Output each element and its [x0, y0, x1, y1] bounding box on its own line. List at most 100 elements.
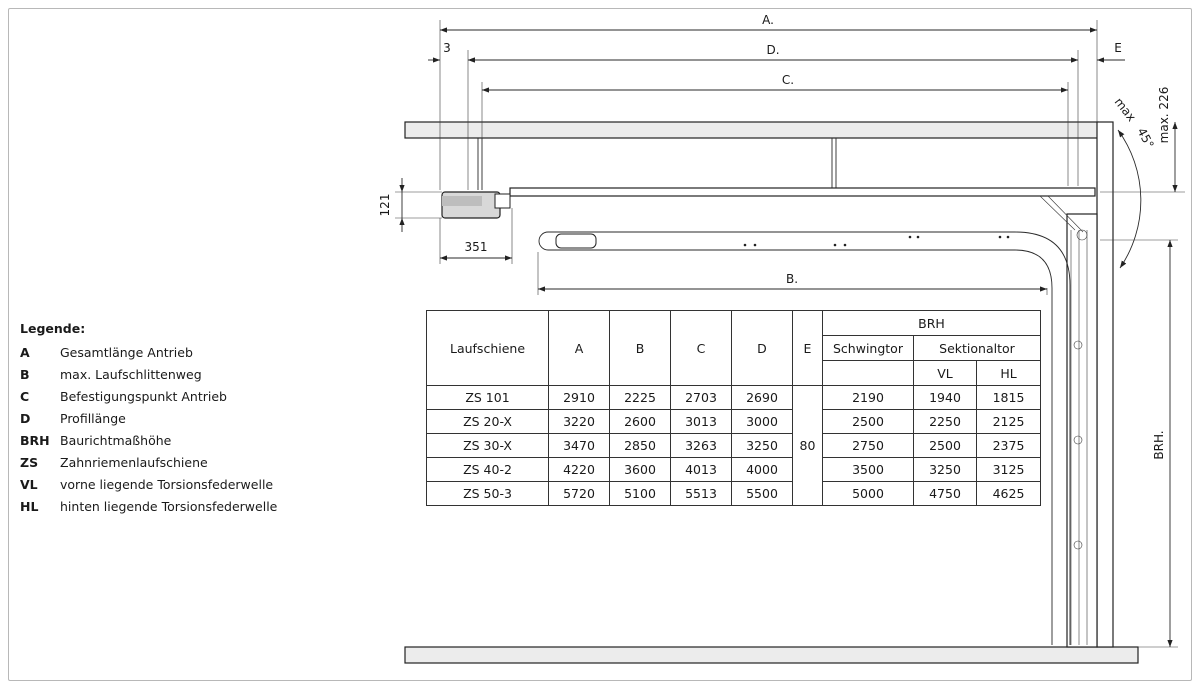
cell-b: 2850 — [609, 433, 671, 458]
legend-key: BRH — [20, 433, 50, 448]
legend-item-zs: ZS Zahnriemenlaufschiene — [20, 452, 320, 474]
cell-d: 3250 — [731, 433, 793, 458]
cell-hl: 2125 — [976, 409, 1041, 434]
dimension-d: D. — [467, 43, 1079, 190]
dimension-a: A. — [439, 13, 1098, 190]
legend-key: D — [20, 411, 31, 426]
legend-text: Zahnriemenlaufschiene — [60, 455, 208, 470]
dimension-brh-label: BRH. — [1152, 430, 1166, 459]
legend-key: ZS — [20, 455, 39, 470]
legend-key: B — [20, 367, 30, 382]
drive-rail — [509, 187, 1096, 233]
cell-a: 5720 — [548, 481, 610, 506]
cell-schwingtor: 2500 — [822, 409, 914, 434]
legend-key: A — [20, 345, 30, 360]
dimension-3: 3 — [428, 41, 480, 63]
angle-max-label: max — [1112, 95, 1139, 124]
table-row: ZS 101 2910 2225 2703 2690 80 2190 1940 … — [426, 385, 1041, 506]
legend-item-vl: VL vorne liegende Torsionsfederwelle — [20, 474, 320, 496]
header-hl: HL — [976, 360, 1041, 386]
angle-max-45: max 45° — [1112, 95, 1157, 269]
cell-d: 2690 — [731, 385, 793, 410]
header-d: D — [731, 310, 793, 386]
cell-a: 3470 — [548, 433, 610, 458]
table-row: ZS 20-X 3220 2600 3013 3000 2500 2250 21… — [426, 409, 1041, 434]
legend-item-a: A Gesamtlänge Antrieb — [20, 342, 320, 364]
header-vl: VL — [913, 360, 977, 386]
door-track — [538, 231, 1071, 645]
cell-c: 2703 — [670, 385, 732, 410]
dimension-a-label: A. — [762, 13, 774, 27]
legend-key: VL — [20, 477, 38, 492]
header-schwingtor-blank — [822, 360, 914, 386]
cell-b: 3600 — [609, 457, 671, 482]
ceiling-hangers — [477, 138, 837, 190]
cell-schwingtor: 2190 — [822, 385, 914, 410]
door-frame — [1066, 213, 1098, 648]
cell-a: 2910 — [548, 385, 610, 410]
dimension-351-label: 351 — [465, 240, 488, 254]
legend-text: Befestigungspunkt Antrieb — [60, 389, 227, 404]
legend-key: HL — [20, 499, 39, 514]
legend-title: Legende: — [20, 321, 86, 336]
dimension-brh: BRH. — [1100, 239, 1178, 648]
header-brh: BRH — [822, 310, 1041, 336]
dimension-e: E — [1060, 41, 1125, 63]
legend-item-hl: HL hinten liegende Torsionsfederwelle — [20, 496, 320, 518]
dimension-121-label: 121 — [378, 194, 392, 217]
cell-schwingtor: 3500 — [822, 457, 914, 482]
cell-c: 3263 — [670, 433, 732, 458]
cell-name: ZS 101 — [426, 385, 549, 410]
dimension-c: C. — [481, 73, 1069, 186]
wall — [1096, 121, 1114, 648]
header-e: E — [792, 310, 823, 386]
cell-name: ZS 30-X — [426, 433, 549, 458]
cell-b: 5100 — [609, 481, 671, 506]
cell-hl: 4625 — [976, 481, 1041, 506]
legend-item-brh: BRH Baurichtmaßhöhe — [20, 430, 320, 452]
cell-name: ZS 40-2 — [426, 457, 549, 482]
dimension-max-226-label: max. 226 — [1157, 87, 1171, 144]
dimension-max-226: max. 226 — [1100, 87, 1185, 193]
table-row: ZS 50-3 5720 5100 5513 5500 5000 4750 46… — [426, 481, 1041, 506]
cell-e: 80 — [792, 385, 823, 506]
table-row: ZS 40-2 4220 3600 4013 4000 3500 3250 31… — [426, 457, 1041, 482]
cell-d: 4000 — [731, 457, 793, 482]
cell-schwingtor: 5000 — [822, 481, 914, 506]
legend-text: vorne liegende Torsionsfederwelle — [60, 477, 274, 492]
header-laufschiene: Laufschiene — [426, 310, 549, 386]
legend-text: hinten liegende Torsionsfederwelle — [60, 499, 278, 514]
legend-text: Profillänge — [60, 411, 126, 426]
legend-text: Baurichtmaßhöhe — [60, 433, 172, 448]
cell-vl: 1940 — [913, 385, 977, 410]
header-c: C — [670, 310, 732, 386]
cell-b: 2600 — [609, 409, 671, 434]
header-sektionaltor: Sektionaltor — [913, 335, 1041, 361]
drawing-frame — [8, 8, 1192, 681]
dimension-b-label: B. — [786, 272, 798, 286]
dimension-e-label: E — [1114, 41, 1122, 55]
header-b: B — [609, 310, 671, 386]
ceiling — [404, 121, 1099, 139]
legend-text: max. Laufschlittenweg — [60, 367, 202, 382]
cell-hl: 1815 — [976, 385, 1041, 410]
dimension-b: B. — [537, 252, 1048, 295]
dimension-c-label: C. — [782, 73, 794, 87]
header-a: A — [548, 310, 610, 386]
dimension-d-label: D. — [766, 43, 779, 57]
cell-c: 3013 — [670, 409, 732, 434]
cell-vl: 3250 — [913, 457, 977, 482]
table-row: ZS 30-X 3470 2850 3263 3250 2750 2500 23… — [426, 433, 1041, 458]
cell-vl: 2500 — [913, 433, 977, 458]
cell-vl: 4750 — [913, 481, 977, 506]
cell-d: 5500 — [731, 481, 793, 506]
cell-hl: 3125 — [976, 457, 1041, 482]
dimension-121: 121 — [378, 178, 442, 232]
cell-vl: 2250 — [913, 409, 977, 434]
motor-unit — [441, 191, 511, 219]
legend-text: Gesamtlänge Antrieb — [60, 345, 193, 360]
